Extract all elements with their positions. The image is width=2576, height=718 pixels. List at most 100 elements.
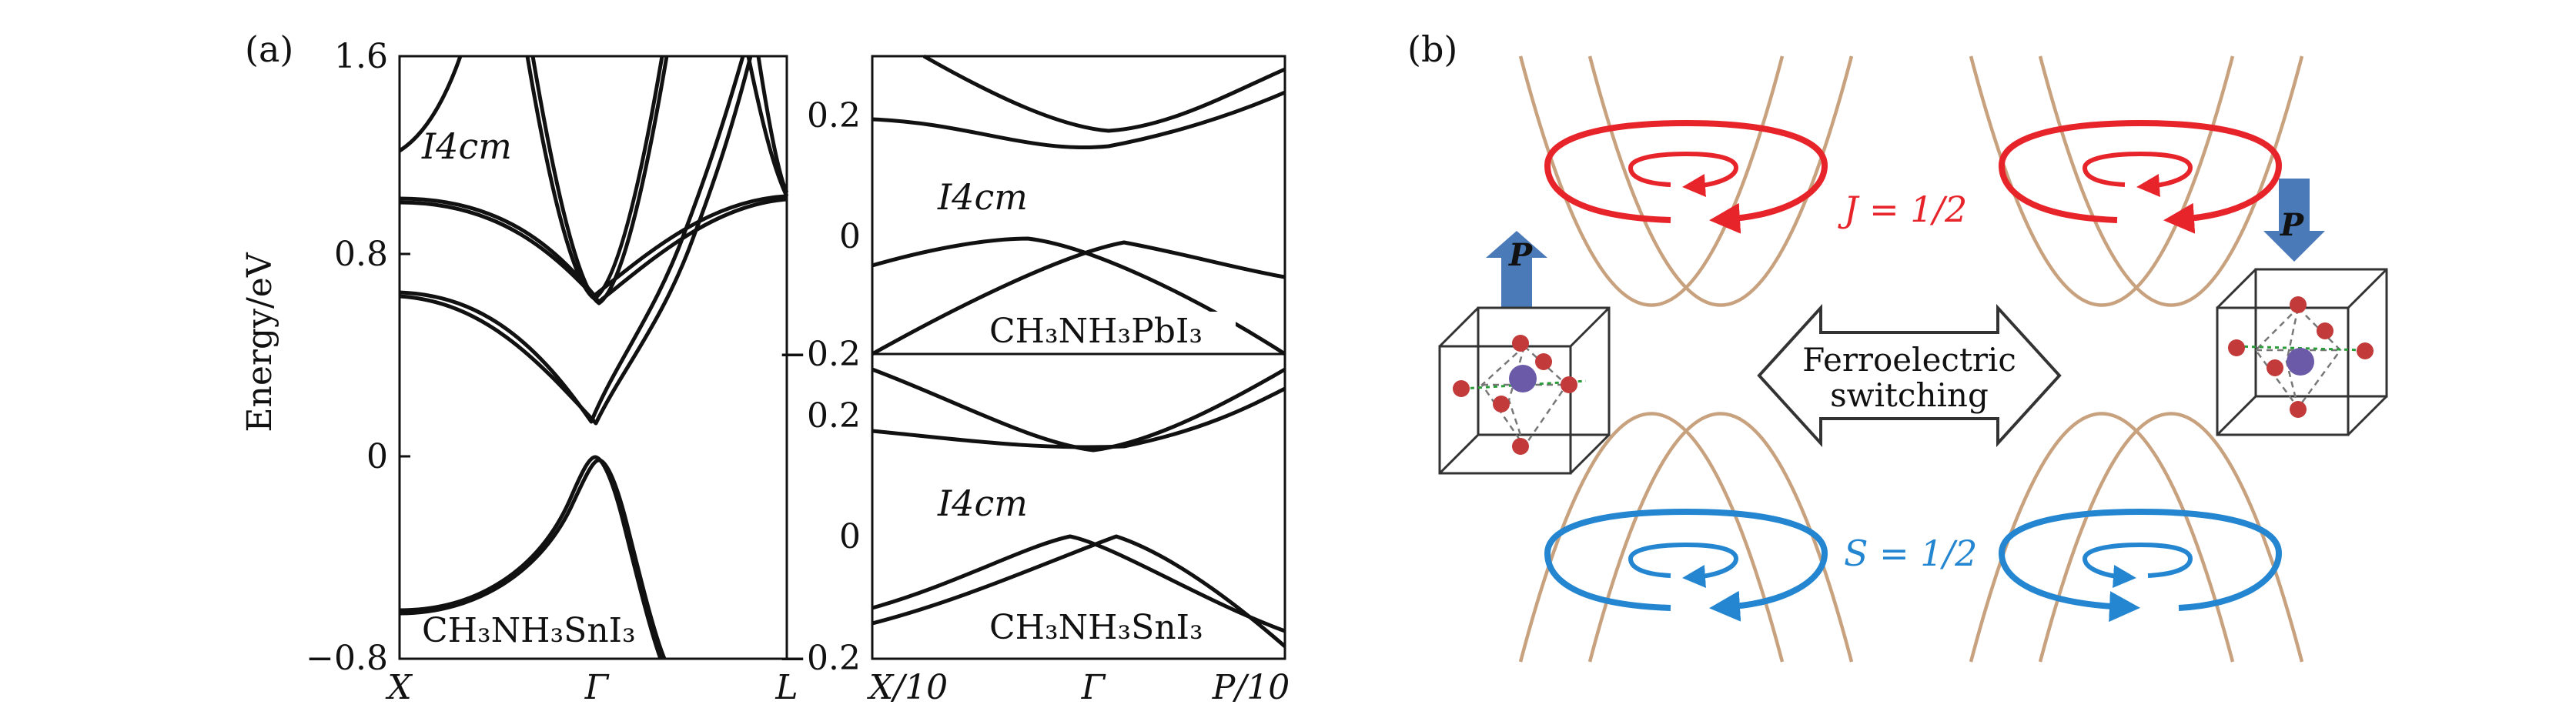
atom-x [2317, 322, 2333, 339]
s-inner-ring-right [2082, 542, 2193, 588]
atom-x [1512, 438, 1529, 455]
band-line [922, 54, 1286, 133]
y-tick-label: −0.8 [306, 639, 388, 678]
cube-edge [1569, 306, 1611, 348]
ferroelectric-switching-arrow: Ferroelectric switching [1757, 303, 2062, 448]
switching-label-line2: switching [1830, 376, 1989, 414]
parabola-curve [1587, 412, 1854, 663]
panel-b: (b) J = 1/2 S = 1/2 [1407, 28, 2388, 663]
s-inner-ring-left [1628, 542, 1739, 588]
x-tick-label: X [385, 668, 413, 707]
left-perovskite-cube: P [1438, 231, 1611, 475]
band-line [871, 386, 1286, 449]
j-inner-ring-right [2082, 151, 2193, 197]
atom-x [2290, 401, 2307, 418]
x-tick-label: Γ [584, 668, 610, 707]
right-top-group-label: I4cm [937, 176, 1028, 218]
parabola-curve [1518, 412, 1785, 663]
left-plot: 1.6 0.8 0 −0.8 X Γ L [306, 37, 798, 707]
j-inner-ring-left [1628, 151, 1739, 197]
cube-edge [2347, 268, 2388, 309]
y-tick-label: −0.2 [778, 335, 861, 374]
y-tick-label: 0.2 [807, 96, 861, 135]
left-y-ticks: 1.6 0.8 0 −0.8 [306, 37, 410, 678]
parabola-curve [1969, 55, 2235, 307]
right-plot: 0.2 0 −0.2 0.2 0 −0.2 X/10 Γ P/10 [778, 54, 1290, 707]
cube-edge [1569, 433, 1611, 475]
y-tick-label: 0.8 [334, 235, 388, 274]
band-line [399, 197, 788, 304]
atom-x [2357, 342, 2374, 359]
band-line [871, 534, 1286, 648]
s-outer-ring-right [1998, 508, 2283, 623]
band-line [871, 367, 1286, 453]
s-outer-ring-left [1544, 508, 1828, 622]
y-axis-label: Energy/eV [240, 252, 279, 432]
cube-front-face [2216, 306, 2350, 436]
s-label: S = 1/2 [1844, 533, 1977, 574]
right-p-label: P [2280, 207, 2305, 243]
y-tick-label: 0 [366, 437, 388, 476]
cube-back-face [2254, 268, 2388, 398]
polarization-arrow-down [2263, 179, 2325, 262]
y-tick-label: 0 [839, 517, 861, 556]
j-label: J = 1/2 [1838, 189, 1967, 230]
atom-x [2267, 359, 2283, 376]
band-line [398, 55, 463, 153]
parabola-curve [1518, 55, 1785, 307]
cube-edge [2216, 268, 2257, 309]
right-y-ticks: 0.2 0 −0.2 0.2 0 −0.2 [778, 96, 861, 678]
y-tick-label: 0 [839, 217, 861, 256]
atom-b-site [2287, 348, 2314, 376]
left-bands [398, 55, 789, 660]
cube-edge [2347, 395, 2388, 436]
band-line [399, 194, 788, 298]
panel-a: (a) Energy/eV 1.6 0.8 0 −0.8 X Γ L [240, 28, 1290, 707]
left-compound-label: CH₃NH₃SnI₃ [422, 611, 636, 650]
y-tick-label: 0.2 [807, 396, 861, 436]
s-spin-rings [1544, 508, 2283, 623]
right-bottom-compound-label: CH₃NH₃SnI₃ [989, 608, 1203, 647]
cube-edge [1438, 433, 1480, 475]
right-bottom-group-label: I4cm [937, 483, 1028, 524]
x-tick-label: P/10 [1212, 668, 1290, 707]
parabola-curve [1587, 55, 1854, 307]
atom-b-site [1509, 365, 1537, 392]
atom-x [1493, 396, 1510, 412]
band-line [399, 458, 667, 660]
band-parabolas [1518, 55, 2304, 663]
y-tick-label: 1.6 [334, 37, 388, 76]
atom-x [1535, 353, 1552, 370]
band-line [871, 534, 1286, 633]
band-line [756, 55, 789, 194]
panel-b-label: (b) [1407, 28, 1457, 70]
band-line [399, 55, 753, 426]
atom-x [2228, 339, 2245, 356]
band-line [871, 236, 1286, 356]
cube-back-face [1477, 306, 1611, 436]
band-line [399, 455, 663, 660]
right-top-compound-backdrop [982, 312, 1236, 350]
left-x-ticks: X Γ L [385, 668, 798, 707]
band-line [871, 90, 1286, 150]
y-tick-label: −0.2 [778, 639, 861, 678]
x-tick-label: Γ [1081, 668, 1106, 707]
parabola-curve [2038, 412, 2304, 663]
cube-front-face [1438, 345, 1572, 475]
right-perovskite-cube: P [2216, 179, 2388, 436]
j-outer-ring-right [1998, 119, 2283, 234]
right-bottom-bands [871, 367, 1286, 648]
panel-a-label: (a) [245, 28, 293, 70]
band-line [871, 240, 1286, 356]
left-plot-frame [398, 55, 788, 660]
left-group-label: I4cm [421, 125, 512, 167]
cube-edge [1438, 306, 1480, 348]
band-line [399, 55, 745, 424]
double-arrow-shape [1757, 303, 2062, 448]
j-outer-ring-left [1544, 119, 1828, 234]
right-x-ticks: X/10 Γ P/10 [867, 668, 1290, 707]
right-top-compound-label: CH₃NH₃PbI₃ [989, 312, 1203, 351]
j-spin-rings [1544, 119, 2283, 234]
switching-label-line1: Ferroelectric [1802, 341, 2016, 379]
